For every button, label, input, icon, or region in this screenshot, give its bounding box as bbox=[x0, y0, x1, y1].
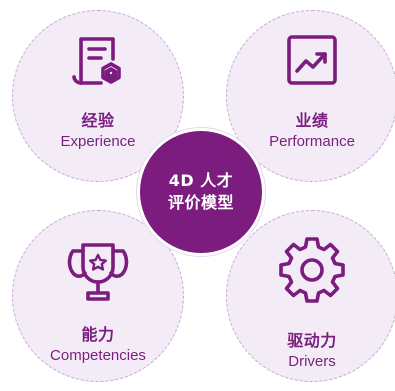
center-hub: 4D 人才 评价模型 bbox=[137, 128, 265, 256]
trend-chart-icon bbox=[287, 35, 337, 85]
trophy-icon bbox=[67, 243, 129, 301]
center-title-line2: 评价模型 bbox=[167, 193, 234, 212]
petal-title: 能力 bbox=[81, 325, 115, 344]
petal-drivers: 驱动力 Drivers bbox=[226, 210, 395, 382]
petal-title: 业绩 bbox=[295, 111, 329, 130]
petal-subtitle: Drivers bbox=[288, 353, 336, 370]
petal-performance: 业绩 Performance bbox=[226, 10, 395, 182]
petal-subtitle: Experience bbox=[60, 133, 136, 150]
petal-experience: 经验 Experience bbox=[12, 10, 184, 182]
center-title-line1: 4D 人才 bbox=[168, 171, 234, 190]
petal-subtitle: Performance bbox=[269, 133, 355, 150]
certificate-icon bbox=[72, 37, 121, 85]
petal-competencies: 能力 Competencies bbox=[12, 210, 184, 382]
petal-subtitle: Competencies bbox=[50, 347, 146, 364]
gear-icon bbox=[279, 237, 345, 303]
petal-title: 经验 bbox=[81, 111, 115, 130]
petal-title: 驱动力 bbox=[287, 331, 337, 350]
